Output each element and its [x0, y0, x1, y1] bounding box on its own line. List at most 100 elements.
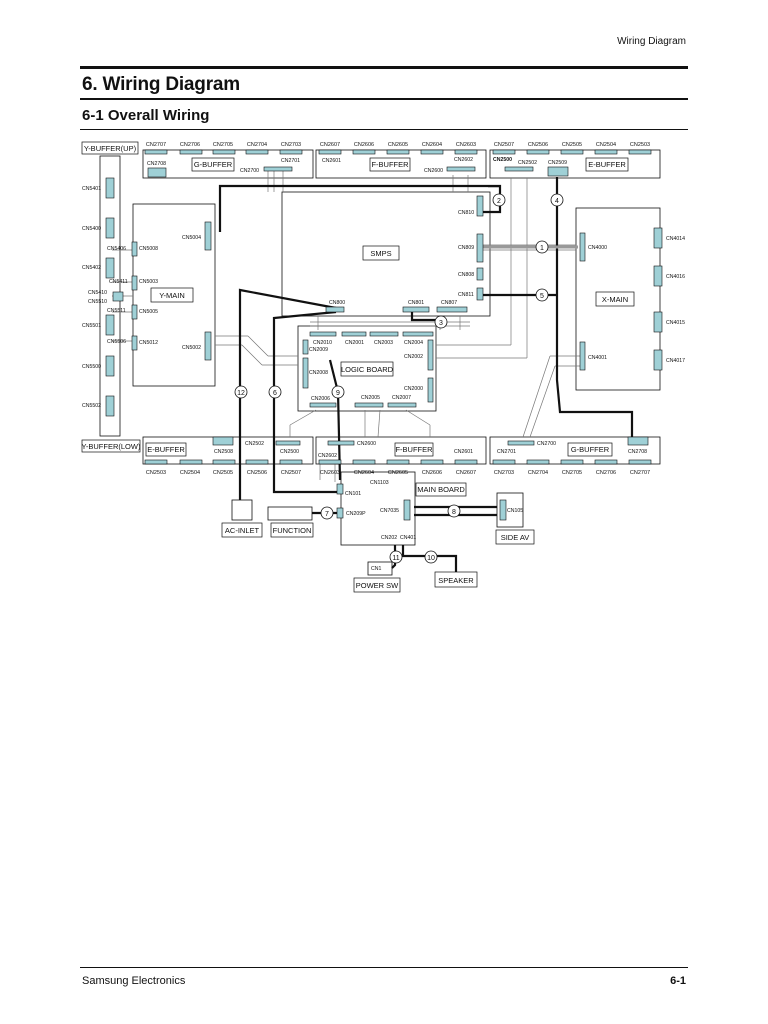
- connector-label: CN5005: [139, 309, 158, 315]
- cable-number: 3: [439, 320, 443, 327]
- top-row-label: CN2604: [422, 142, 442, 148]
- top-row-label: CN2607: [320, 142, 340, 148]
- top-row-label: CN2506: [528, 142, 548, 148]
- connector-label: CN801: [408, 300, 424, 306]
- connector-label: CN4016: [666, 274, 685, 280]
- connector-label: CN2509: [548, 160, 567, 166]
- connector-label: CN2700: [537, 441, 556, 447]
- cable-number: 4: [555, 198, 559, 205]
- cable-number: 8: [452, 509, 456, 516]
- connector-label: CN807: [441, 300, 457, 306]
- side-av-label: SIDE AV: [501, 533, 530, 542]
- top-row-label: CN2505: [562, 142, 582, 148]
- power-sw-box: [367, 561, 393, 576]
- connector-label: CN810: [458, 210, 474, 216]
- e-buffer-top-label: E-BUFFER: [588, 160, 626, 169]
- top-row-label: CN2504: [596, 142, 616, 148]
- connector-label: CN5511: [107, 308, 126, 314]
- top-row-label: CN2605: [388, 142, 408, 148]
- bottom-row-label: CN2604: [354, 470, 374, 476]
- connector-label: CN5500: [82, 364, 101, 370]
- connector-label: CN2010: [313, 340, 332, 346]
- connector-label: CN4015: [666, 320, 685, 326]
- smps-board: [281, 191, 491, 317]
- speaker-label: SPEAKER: [438, 576, 474, 585]
- main-board-label: MAIN BOARD: [417, 485, 465, 494]
- connector-label: CN401: [400, 535, 416, 541]
- cable-number: 10: [427, 555, 435, 562]
- connector-label: CN5406: [107, 246, 126, 252]
- cable-number: 6: [273, 390, 277, 397]
- y-main-label: Y-MAIN: [159, 291, 185, 300]
- bottom-row-label: CN2706: [596, 470, 616, 476]
- connector-label: CN209P: [346, 511, 366, 517]
- connector-label: CN2508: [214, 449, 233, 455]
- connector-label: CN2000: [404, 386, 423, 392]
- footer-rule: [80, 967, 688, 968]
- bottom-row-label: CN2606: [422, 470, 442, 476]
- connector-label: CN2007: [392, 395, 411, 401]
- page-number: 6-1: [670, 975, 686, 987]
- section-title: 6. Wiring Diagram: [82, 74, 240, 95]
- y-buffer-up-label: Y-BUFFER(UP): [84, 144, 137, 153]
- connector-label: CN2009: [309, 347, 328, 353]
- top-row-label: CN2707: [146, 142, 166, 148]
- connector-label: CN2005: [361, 395, 380, 401]
- connector-label: CN5501: [82, 323, 101, 329]
- cable-number: 11: [392, 555, 399, 562]
- connector-label: CN2502: [518, 160, 537, 166]
- x-main-board: [575, 207, 661, 391]
- top-row-label: CN2606: [354, 142, 374, 148]
- top-row-label: CN2503: [630, 142, 650, 148]
- bottom-row-label: CN2507: [281, 470, 301, 476]
- connector-label: CN5012: [139, 340, 158, 346]
- y-main-board: [132, 203, 216, 387]
- connector-label: CN2708: [628, 449, 647, 455]
- bottom-row-label: CN2505: [213, 470, 233, 476]
- connector-label: CN2601: [454, 449, 473, 455]
- function-label: FUNCTION: [273, 526, 312, 535]
- connector-label: CN2002: [404, 354, 423, 360]
- connector-label: CN800: [329, 300, 345, 306]
- connector-label: CN7035: [380, 508, 399, 514]
- connector-label: CN2006: [311, 396, 330, 402]
- g-buffer-top-label: G-BUFFER: [194, 160, 233, 169]
- connector-label: CN5401: [82, 186, 101, 192]
- x-main-label: X-MAIN: [602, 295, 628, 304]
- connector-label: CN2700: [240, 168, 259, 174]
- connector-label: CN202: [381, 535, 397, 541]
- header-rule: [80, 66, 688, 69]
- connector-label: CN5410: [88, 290, 107, 296]
- connector-label: CN2600: [424, 168, 443, 174]
- connector-label: CN811: [458, 292, 474, 298]
- connector-label: CN1: [371, 566, 381, 572]
- connector-label: CN2708: [147, 161, 166, 167]
- connector-label: CN1103: [370, 480, 389, 486]
- connector-label: CN2601: [322, 158, 341, 164]
- connector-label: CN4017: [666, 358, 685, 364]
- connector-label: CN5008: [139, 246, 158, 252]
- bottom-row-label: CN2707: [630, 470, 650, 476]
- cable-number: 9: [336, 390, 340, 397]
- bottom-row-label: CN2506: [247, 470, 267, 476]
- function-box: [267, 506, 313, 521]
- bottom-row-label: CN2703: [494, 470, 514, 476]
- connector-label: CN5506: [107, 339, 126, 345]
- cable-number: 7: [325, 511, 329, 518]
- connector-label: CN2500: [280, 449, 299, 455]
- connector-label: CN5003: [139, 279, 158, 285]
- connector-label: CN5004: [182, 235, 201, 241]
- subsection-rule: [80, 129, 688, 130]
- bottom-row-label: CN2504: [180, 470, 200, 476]
- f-buffer-bottom-label: F-BUFFER: [395, 445, 433, 454]
- cable-number: 1: [540, 245, 544, 252]
- connector-label: CN101: [345, 491, 361, 497]
- power-sw-label: POWER SW: [356, 581, 399, 590]
- connector-label: CN2502: [245, 441, 264, 447]
- logic-board-label: LOGIC BOARD: [341, 365, 394, 374]
- connector-label: CN2003: [374, 340, 393, 346]
- e-buffer-bottom-label: E-BUFFER: [147, 445, 185, 454]
- top-row-label: CN2703: [281, 142, 301, 148]
- connector-label: CN2701: [497, 449, 516, 455]
